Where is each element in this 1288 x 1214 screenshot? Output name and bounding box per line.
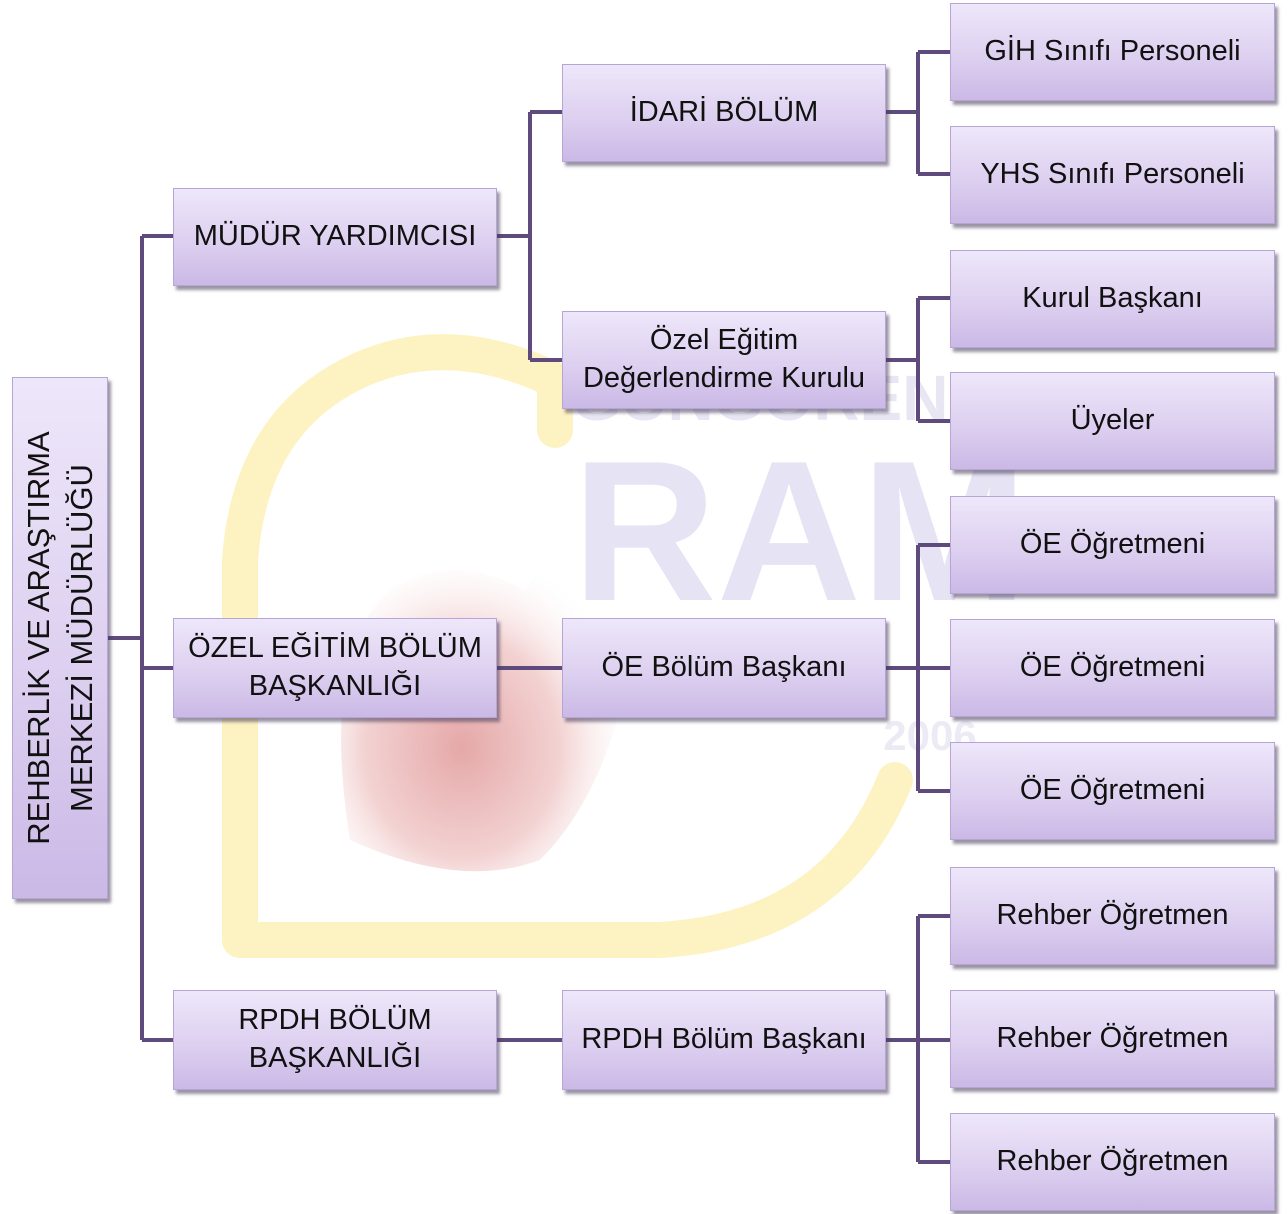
rpdh-bolum-label-line1: RPDH BÖLÜM [238, 1004, 432, 1037]
oe-ogretmeni-label: ÖE Öğretmeni [1019, 651, 1206, 684]
oe-bolum-baskani-box: ÖE Bölüm Başkanı [562, 618, 886, 718]
root-title-line1: REHBERLİK VE ARAŞTIRMA [20, 431, 56, 845]
rehber-ogretmen-box: Rehber Öğretmen [950, 867, 1275, 965]
oe-bolum-baskani-label: ÖE Bölüm Başkanı [601, 651, 847, 684]
ozel-egitim-bolum-label-line1: ÖZEL EĞİTİM BÖLÜM [188, 632, 482, 665]
oe-ogretmeni-box: ÖE Öğretmeni [950, 619, 1275, 717]
connector-oe-bolum-baskani [886, 543, 950, 793]
rehber-ogretmen-label: Rehber Öğretmen [996, 1022, 1229, 1055]
oe-ogretmeni-box: ÖE Öğretmeni [950, 496, 1275, 594]
root-title-line2: MERKEZİ MÜDÜRLÜĞÜ [64, 464, 99, 812]
connector-rpdh-bolum-baskani [886, 914, 950, 1164]
oe-ogretmeni-label: ÖE Öğretmeni [1019, 774, 1206, 807]
root-box [12, 377, 108, 899]
kurul-label-line1: Özel Eğitim [649, 324, 799, 357]
connector-kurul [886, 296, 950, 423]
rpdh-bolum-baskani-label: RPDH Bölüm Başkanı [581, 1023, 867, 1056]
oe-ogretmeni-box: ÖE Öğretmeni [950, 742, 1275, 840]
oe-ogretmeni-label: ÖE Öğretmeni [1019, 528, 1206, 561]
uyeler-box: Üyeler [950, 372, 1275, 470]
kurul-label-line2: Değerlendirme Kurulu [582, 362, 866, 394]
rpdh-bolum-label-line2: BAŞKANLIĞI [248, 1042, 422, 1074]
gih-personel-label: GİH Sınıfı Personeli [984, 35, 1241, 68]
rehber-ogretmen-label: Rehber Öğretmen [996, 899, 1229, 932]
ozel-egitim-bolum-label-line2: BAŞKANLIĞI [248, 670, 422, 702]
kurul-baskani-box: Kurul Başkanı [950, 250, 1275, 348]
connector-mudur-yardimcisi [497, 110, 562, 362]
idari-bolum-label: İDARİ BÖLÜM [629, 96, 819, 129]
kurul-box: Özel Eğitim Değerlendirme Kurulu [562, 311, 886, 409]
root-title: REHBERLİK VE ARAŞTIRMA MERKEZİ MÜDÜRLÜĞÜ [12, 388, 108, 888]
mudur-yardimcisi-label: MÜDÜR YARDIMCISI [193, 220, 477, 253]
rpdh-bolum-box: RPDH BÖLÜM BAŞKANLIĞI [173, 990, 497, 1090]
rpdh-bolum-baskani-box: RPDH Bölüm Başkanı [562, 990, 886, 1090]
ozel-egitim-bolum-box: ÖZEL EĞİTİM BÖLÜM BAŞKANLIĞI [173, 618, 497, 718]
yhs-personel-box: YHS Sınıfı Personeli [950, 126, 1275, 224]
rehber-ogretmen-box: Rehber Öğretmen [950, 990, 1275, 1088]
mudur-yardimcisi-box: MÜDÜR YARDIMCISI [173, 188, 497, 286]
connector-idari-bolum [886, 50, 950, 176]
uyeler-label: Üyeler [1070, 404, 1155, 437]
kurul-baskani-label: Kurul Başkanı [1022, 282, 1203, 315]
idari-bolum-box: İDARİ BÖLÜM [562, 64, 886, 162]
rehber-ogretmen-box: Rehber Öğretmen [950, 1113, 1275, 1211]
connector-root-level1 [108, 234, 173, 1042]
yhs-personel-label: YHS Sınıfı Personeli [980, 158, 1245, 191]
gih-personel-box: GİH Sınıfı Personeli [950, 3, 1275, 101]
rehber-ogretmen-label: Rehber Öğretmen [996, 1145, 1229, 1178]
